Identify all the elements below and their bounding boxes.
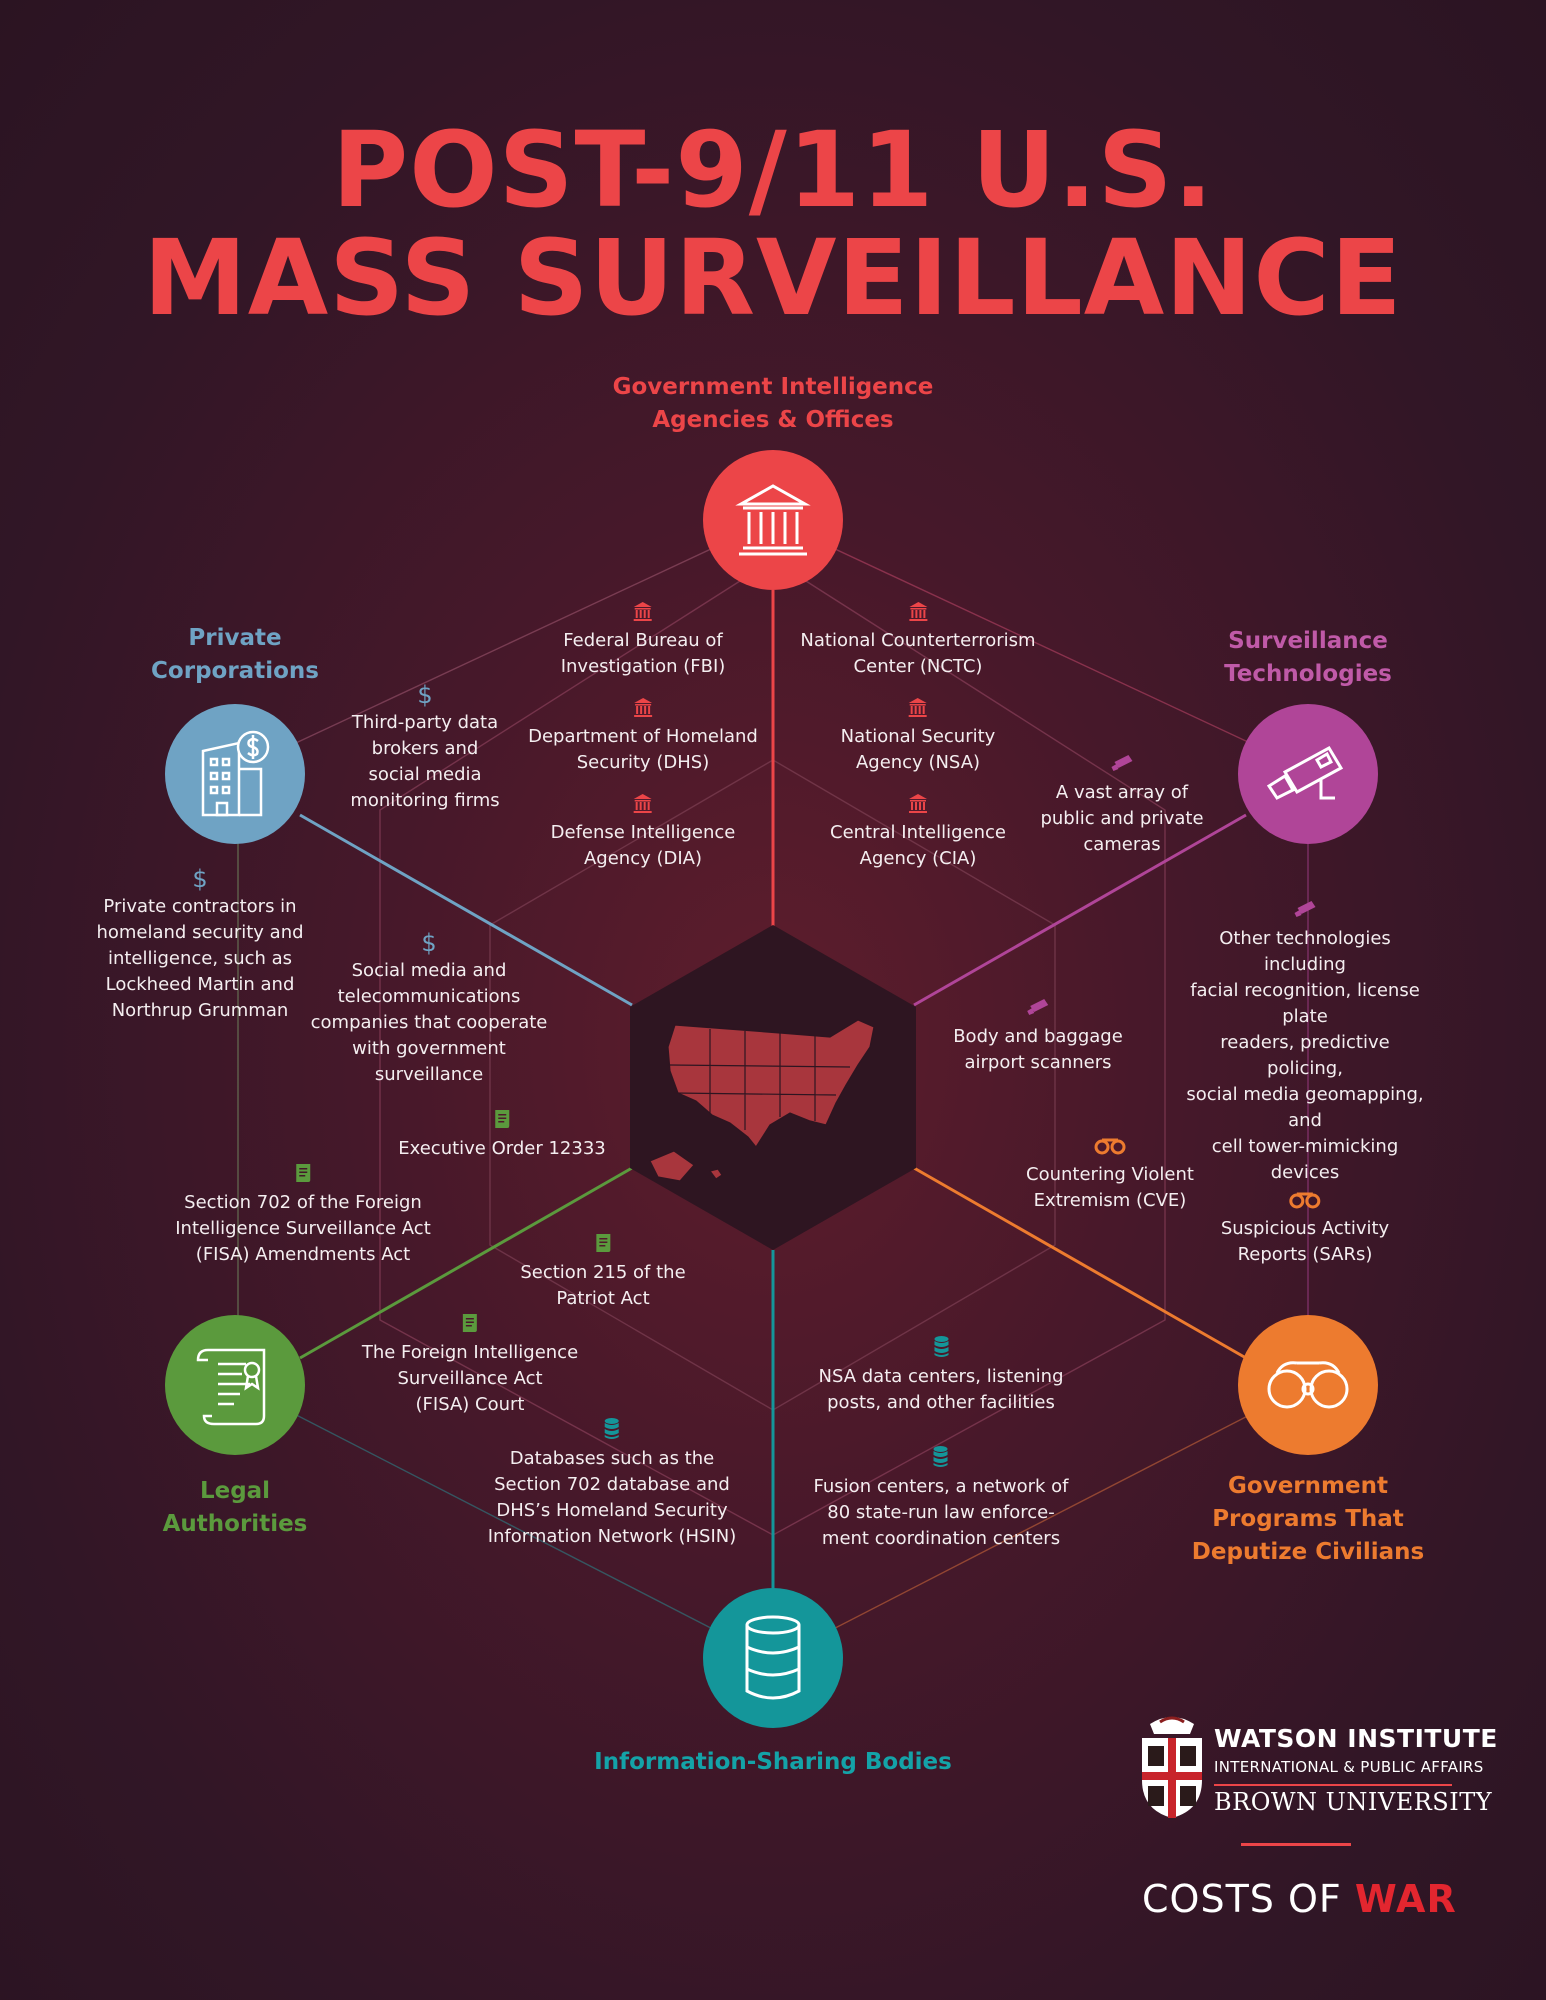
surveillance-hub-label: Surveillance Technologies bbox=[1183, 625, 1433, 691]
security-camera-icon bbox=[1040, 752, 1203, 778]
office-building-dollar-icon bbox=[201, 730, 270, 817]
legal-hub-label: Legal Authorities bbox=[110, 1475, 360, 1541]
database-icon bbox=[814, 1446, 1069, 1472]
document-icon bbox=[520, 1232, 685, 1258]
logo-subtitle: INTERNATIONAL & PUBLIC AFFAIRS bbox=[1214, 1758, 1484, 1776]
document-icon bbox=[175, 1162, 431, 1188]
security-camera-icon bbox=[1185, 898, 1426, 924]
government-label-line-2: Agencies & Offices bbox=[652, 407, 894, 433]
government-building-icon bbox=[841, 696, 996, 722]
binoculars-icon bbox=[1267, 1361, 1349, 1409]
legal-label-line-2: Authorities bbox=[162, 1511, 308, 1537]
government-building-icon bbox=[561, 600, 726, 626]
programs-hub[interactable] bbox=[1238, 1315, 1378, 1455]
dollar-icon: $ bbox=[421, 929, 437, 957]
programs-label-line-3: Deputize Civilians bbox=[1191, 1539, 1425, 1565]
costs-of-war-logo: COSTS OF WAR bbox=[1142, 1877, 1457, 1921]
document-icon bbox=[362, 1312, 578, 1338]
programs-label-line-1: Government bbox=[1228, 1473, 1388, 1499]
programs-label-line-2: Programs That bbox=[1212, 1506, 1404, 1532]
legal-label-line-1: Legal bbox=[199, 1478, 271, 1504]
brown-university-shield-icon bbox=[1142, 1716, 1202, 1818]
info-hub-label: Information-Sharing Bodies bbox=[594, 1749, 952, 1775]
surveillance-label-line-2: Technologies bbox=[1224, 661, 1392, 687]
government-building-icon bbox=[528, 696, 758, 722]
database-icon bbox=[488, 1418, 737, 1444]
private-label-line-2: Corporations bbox=[151, 658, 319, 684]
private-hub[interactable] bbox=[165, 704, 305, 844]
private-hub-label: Private Corporations bbox=[110, 622, 360, 688]
government-label-line-1: Government Intelligence bbox=[612, 374, 934, 400]
binoculars-icon bbox=[1221, 1188, 1389, 1214]
database-icon bbox=[818, 1336, 1063, 1362]
costs-of-text: COSTS OF bbox=[1142, 1877, 1342, 1921]
government-building-icon bbox=[830, 792, 1006, 818]
surveillance-hub[interactable] bbox=[1238, 704, 1378, 844]
binoculars-icon bbox=[1026, 1134, 1194, 1160]
government-building-icon bbox=[800, 600, 1035, 626]
government-hub[interactable] bbox=[703, 450, 843, 590]
legal-hub[interactable] bbox=[165, 1315, 305, 1455]
war-text: WAR bbox=[1354, 1877, 1457, 1921]
item-executive-order: Executive Order 12333 bbox=[398, 1108, 606, 1162]
security-camera-icon bbox=[1266, 745, 1344, 800]
document-icon bbox=[398, 1108, 606, 1134]
database-icon bbox=[745, 1615, 801, 1700]
us-map-icon bbox=[649, 1019, 875, 1182]
center-hexagon bbox=[630, 925, 916, 1250]
dollar-icon: $ bbox=[417, 681, 433, 709]
logo-divider bbox=[1214, 1784, 1452, 1786]
government-building-icon bbox=[551, 792, 736, 818]
surveillance-label-line-1: Surveillance bbox=[1228, 628, 1388, 654]
logo-university: BROWN UNIVERSITY bbox=[1214, 1788, 1493, 1816]
costs-divider bbox=[1241, 1843, 1351, 1846]
logo-name: WATSON INSTITUTE bbox=[1214, 1724, 1498, 1753]
security-camera-icon bbox=[953, 996, 1123, 1022]
dollar-icon: $ bbox=[192, 865, 208, 893]
info-hub[interactable] bbox=[703, 1588, 843, 1728]
programs-hub-label: Government Programs That Deputize Civili… bbox=[1158, 1470, 1458, 1569]
legal-scroll-icon bbox=[196, 1348, 266, 1426]
government-building-icon bbox=[735, 484, 811, 556]
title-line-2: MASS SURVEILLANCE bbox=[143, 217, 1403, 339]
title-line-1: POST-9/11 U.S. bbox=[331, 109, 1214, 231]
government-hub-label: Government Intelligence Agencies & Offic… bbox=[523, 371, 1023, 437]
private-label-line-1: Private bbox=[188, 625, 282, 651]
